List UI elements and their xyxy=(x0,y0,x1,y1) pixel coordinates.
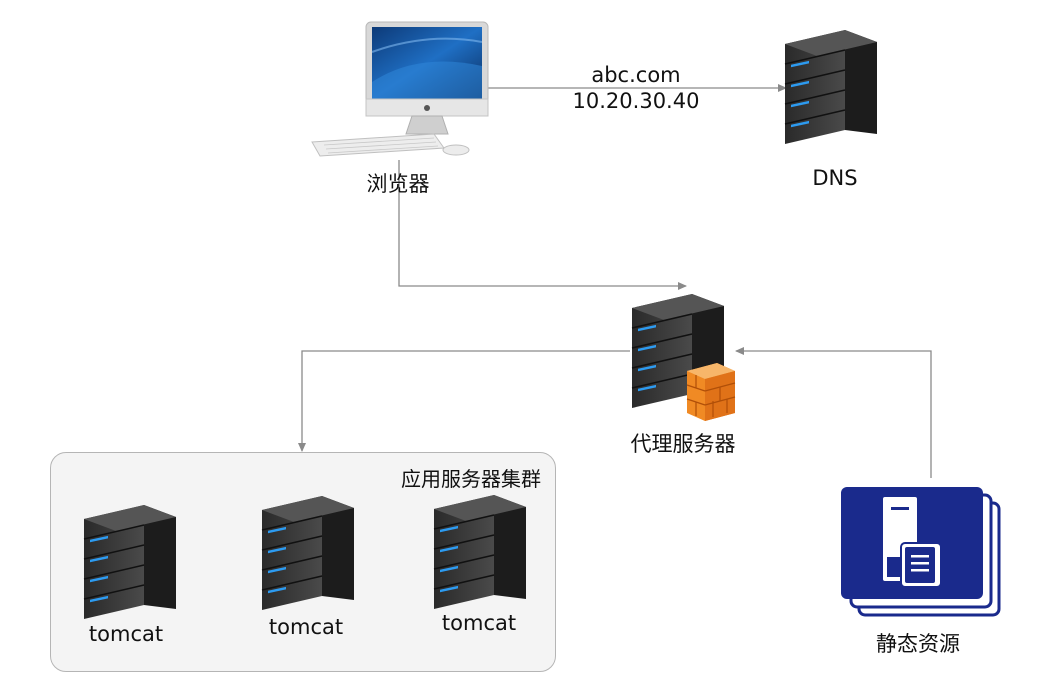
static-label: 静态资源 xyxy=(876,632,960,656)
tomcat-label-1: tomcat xyxy=(88,622,164,646)
tomcat-label-3: tomcat xyxy=(441,611,517,635)
proxy-label: 代理服务器 xyxy=(630,432,736,456)
server-with-firewall-icon xyxy=(631,293,736,421)
dns-label: DNS xyxy=(812,166,858,190)
edges xyxy=(298,84,932,478)
tomcat-server-2-icon xyxy=(261,495,355,611)
browser-label: 浏览器 xyxy=(366,172,430,196)
edge-static-to-proxy xyxy=(735,347,932,478)
cluster-title: 应用服务器集群 xyxy=(401,467,541,491)
edge-browser-to-proxy xyxy=(398,160,687,290)
edge-domain: abc.com xyxy=(591,63,681,87)
imac-computer-icon xyxy=(311,21,489,157)
edge-ip: 10.20.30.40 xyxy=(572,89,700,113)
tomcat-server-1-icon xyxy=(83,504,177,620)
tomcat-server-3-icon xyxy=(433,494,527,610)
edge-label-browser-dns: abc.com 10.20.30.40 xyxy=(573,62,700,114)
static-files-stack-icon xyxy=(841,487,1001,617)
tomcat-label-2: tomcat xyxy=(268,615,344,639)
edge-proxy-to-cluster xyxy=(298,350,630,452)
firewall-icon xyxy=(686,363,736,421)
